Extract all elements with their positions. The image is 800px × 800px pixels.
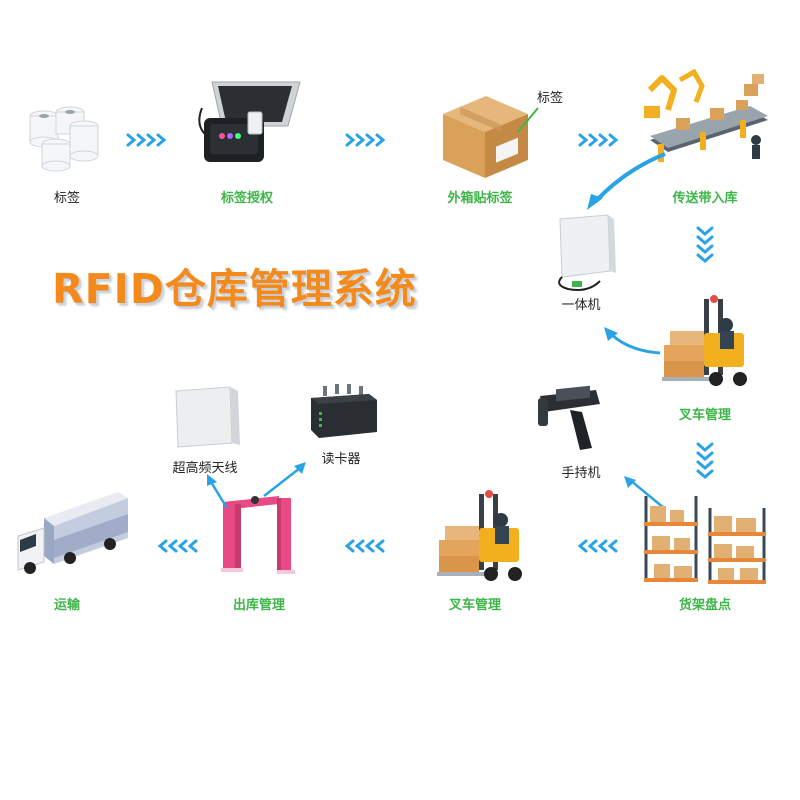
forklift-in-label: 叉车管理 xyxy=(678,408,731,423)
forklift-icon xyxy=(437,490,522,581)
straight-arrow-icon xyxy=(207,474,229,509)
warehouse-shelf-icon xyxy=(644,496,766,584)
reader-label: 读卡器 xyxy=(321,452,361,467)
straight-arrow-icon xyxy=(624,476,665,509)
forklift-icon xyxy=(662,295,747,386)
tag-auth-label: 标签授权 xyxy=(220,191,273,206)
chevron-arrow-down-icon xyxy=(696,442,714,479)
all-in-one-label: 一体机 xyxy=(561,298,601,313)
rfid-gate-icon xyxy=(221,496,295,574)
chevron-arrow-down-icon xyxy=(696,226,714,263)
chevron-arrow-left-icon xyxy=(157,539,198,553)
chevron-arrow-left-icon xyxy=(577,539,618,553)
desktop-reader-icon xyxy=(198,81,301,162)
delivery-truck-icon xyxy=(17,492,128,574)
chevron-arrow-right-icon xyxy=(345,133,386,147)
chevron-arrow-right-icon xyxy=(126,133,167,147)
handheld-label: 手持机 xyxy=(561,466,601,481)
outbound-label: 出库管理 xyxy=(232,598,285,613)
antenna-reader-icon xyxy=(558,214,616,291)
chevron-arrow-right-icon xyxy=(578,133,619,147)
page-title: RFID仓库管理系统 xyxy=(52,265,417,313)
tag-roll-label: 标签 xyxy=(53,191,80,206)
shelf-inventory-label: 货架盘点 xyxy=(678,598,731,613)
box-tag-callout: 标签 xyxy=(536,91,563,106)
chevron-arrow-left-icon xyxy=(344,539,385,553)
forklift-out-label: 叉车管理 xyxy=(448,598,501,613)
transport-label: 运输 xyxy=(53,598,80,613)
antenna-label: 超高频天线 xyxy=(172,461,238,476)
curved-arrow-icon xyxy=(587,152,666,210)
label-roll-icon xyxy=(29,106,99,172)
conveyor-robot-icon xyxy=(644,68,768,162)
cardboard-box-icon xyxy=(443,96,539,178)
uhf-antenna-icon xyxy=(175,386,240,448)
curved-arrow-icon xyxy=(604,327,661,355)
conveyor-label: 传送带入库 xyxy=(672,191,738,206)
straight-arrow-icon xyxy=(263,462,306,497)
handheld-reader-icon xyxy=(538,385,600,450)
fixed-reader-icon xyxy=(311,384,377,438)
box-label-step: 外箱贴标签 xyxy=(447,191,513,206)
